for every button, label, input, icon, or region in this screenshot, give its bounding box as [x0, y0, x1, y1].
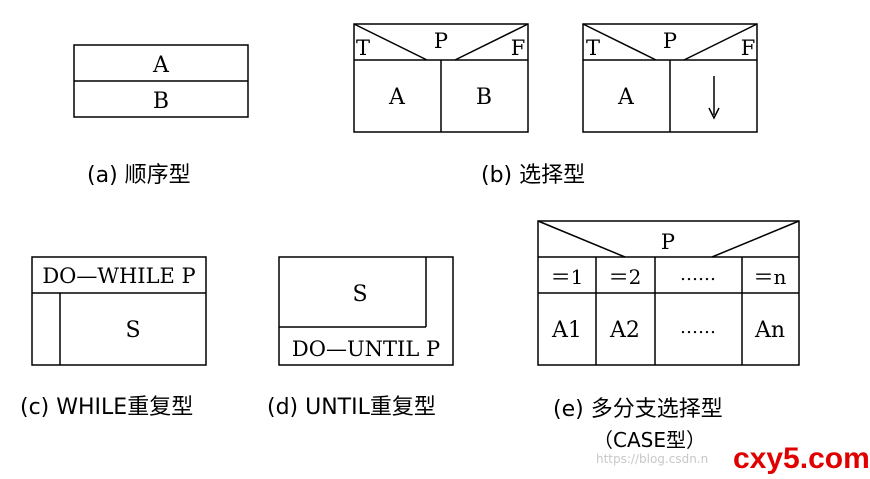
sequence-row-1: A: [152, 53, 170, 78]
site-logo: cxy5.com: [733, 442, 870, 475]
selection-left-action: A: [388, 85, 406, 110]
case-condition-n: ＝n: [754, 265, 787, 289]
until-footer: DO—UNTIL P: [292, 337, 440, 361]
while-header: DO—WHILE P: [42, 264, 195, 288]
selection-right-diagonal: [454, 23, 529, 61]
selection-right-action: B: [476, 85, 492, 110]
case-condition-2: ＝2: [609, 265, 642, 289]
selection-false-label: F: [511, 36, 526, 60]
caption-while: (c) WHILE重复型: [20, 395, 194, 420]
case-right-diagonal: [711, 220, 800, 258]
case-condition-ellipsis: ……: [680, 264, 716, 285]
while-box: [31, 256, 207, 366]
case-action-n: An: [754, 318, 785, 343]
caption-selection: (b) 选择型: [481, 163, 586, 188]
watermark-url: https://blog.csdn.n: [596, 452, 709, 466]
selection-empty-true-label: T: [586, 36, 600, 60]
case-condition-1: ＝1: [551, 265, 584, 289]
selection-empty-right-diagonal: [683, 23, 758, 61]
case-condition-label: P: [661, 230, 675, 254]
until-box: [278, 256, 454, 366]
case-action-2: A2: [609, 318, 640, 343]
case-action-1: A1: [551, 318, 582, 343]
case-left-diagonal: [537, 220, 626, 258]
selection-empty-condition-label: P: [663, 29, 677, 53]
while-body: S: [125, 318, 140, 343]
until-body: S: [352, 282, 367, 307]
selection-true-label: T: [356, 36, 370, 60]
empty-branch-arrowhead: [708, 107, 720, 120]
caption-case-type: （CASE型）: [593, 428, 706, 452]
selection-empty-left-diagonal: [582, 23, 657, 61]
selection-empty-false-label: F: [741, 36, 756, 60]
selection-empty-left-action: A: [617, 85, 635, 110]
sequence-row-2: B: [153, 89, 169, 114]
caption-until: (d) UNTIL重复型: [267, 395, 436, 420]
caption-sequence: (a) 顺序型: [87, 163, 191, 188]
case-action-ellipsis: ……: [680, 317, 716, 338]
caption-case: (e) 多分支选择型: [553, 397, 723, 422]
selection-left-diagonal: [353, 23, 428, 61]
selection-condition-label: P: [434, 29, 448, 53]
structured-flowchart-diagrams: A B T P F A B T P F A DO—WHILE P S S DO—…: [31, 23, 800, 366]
